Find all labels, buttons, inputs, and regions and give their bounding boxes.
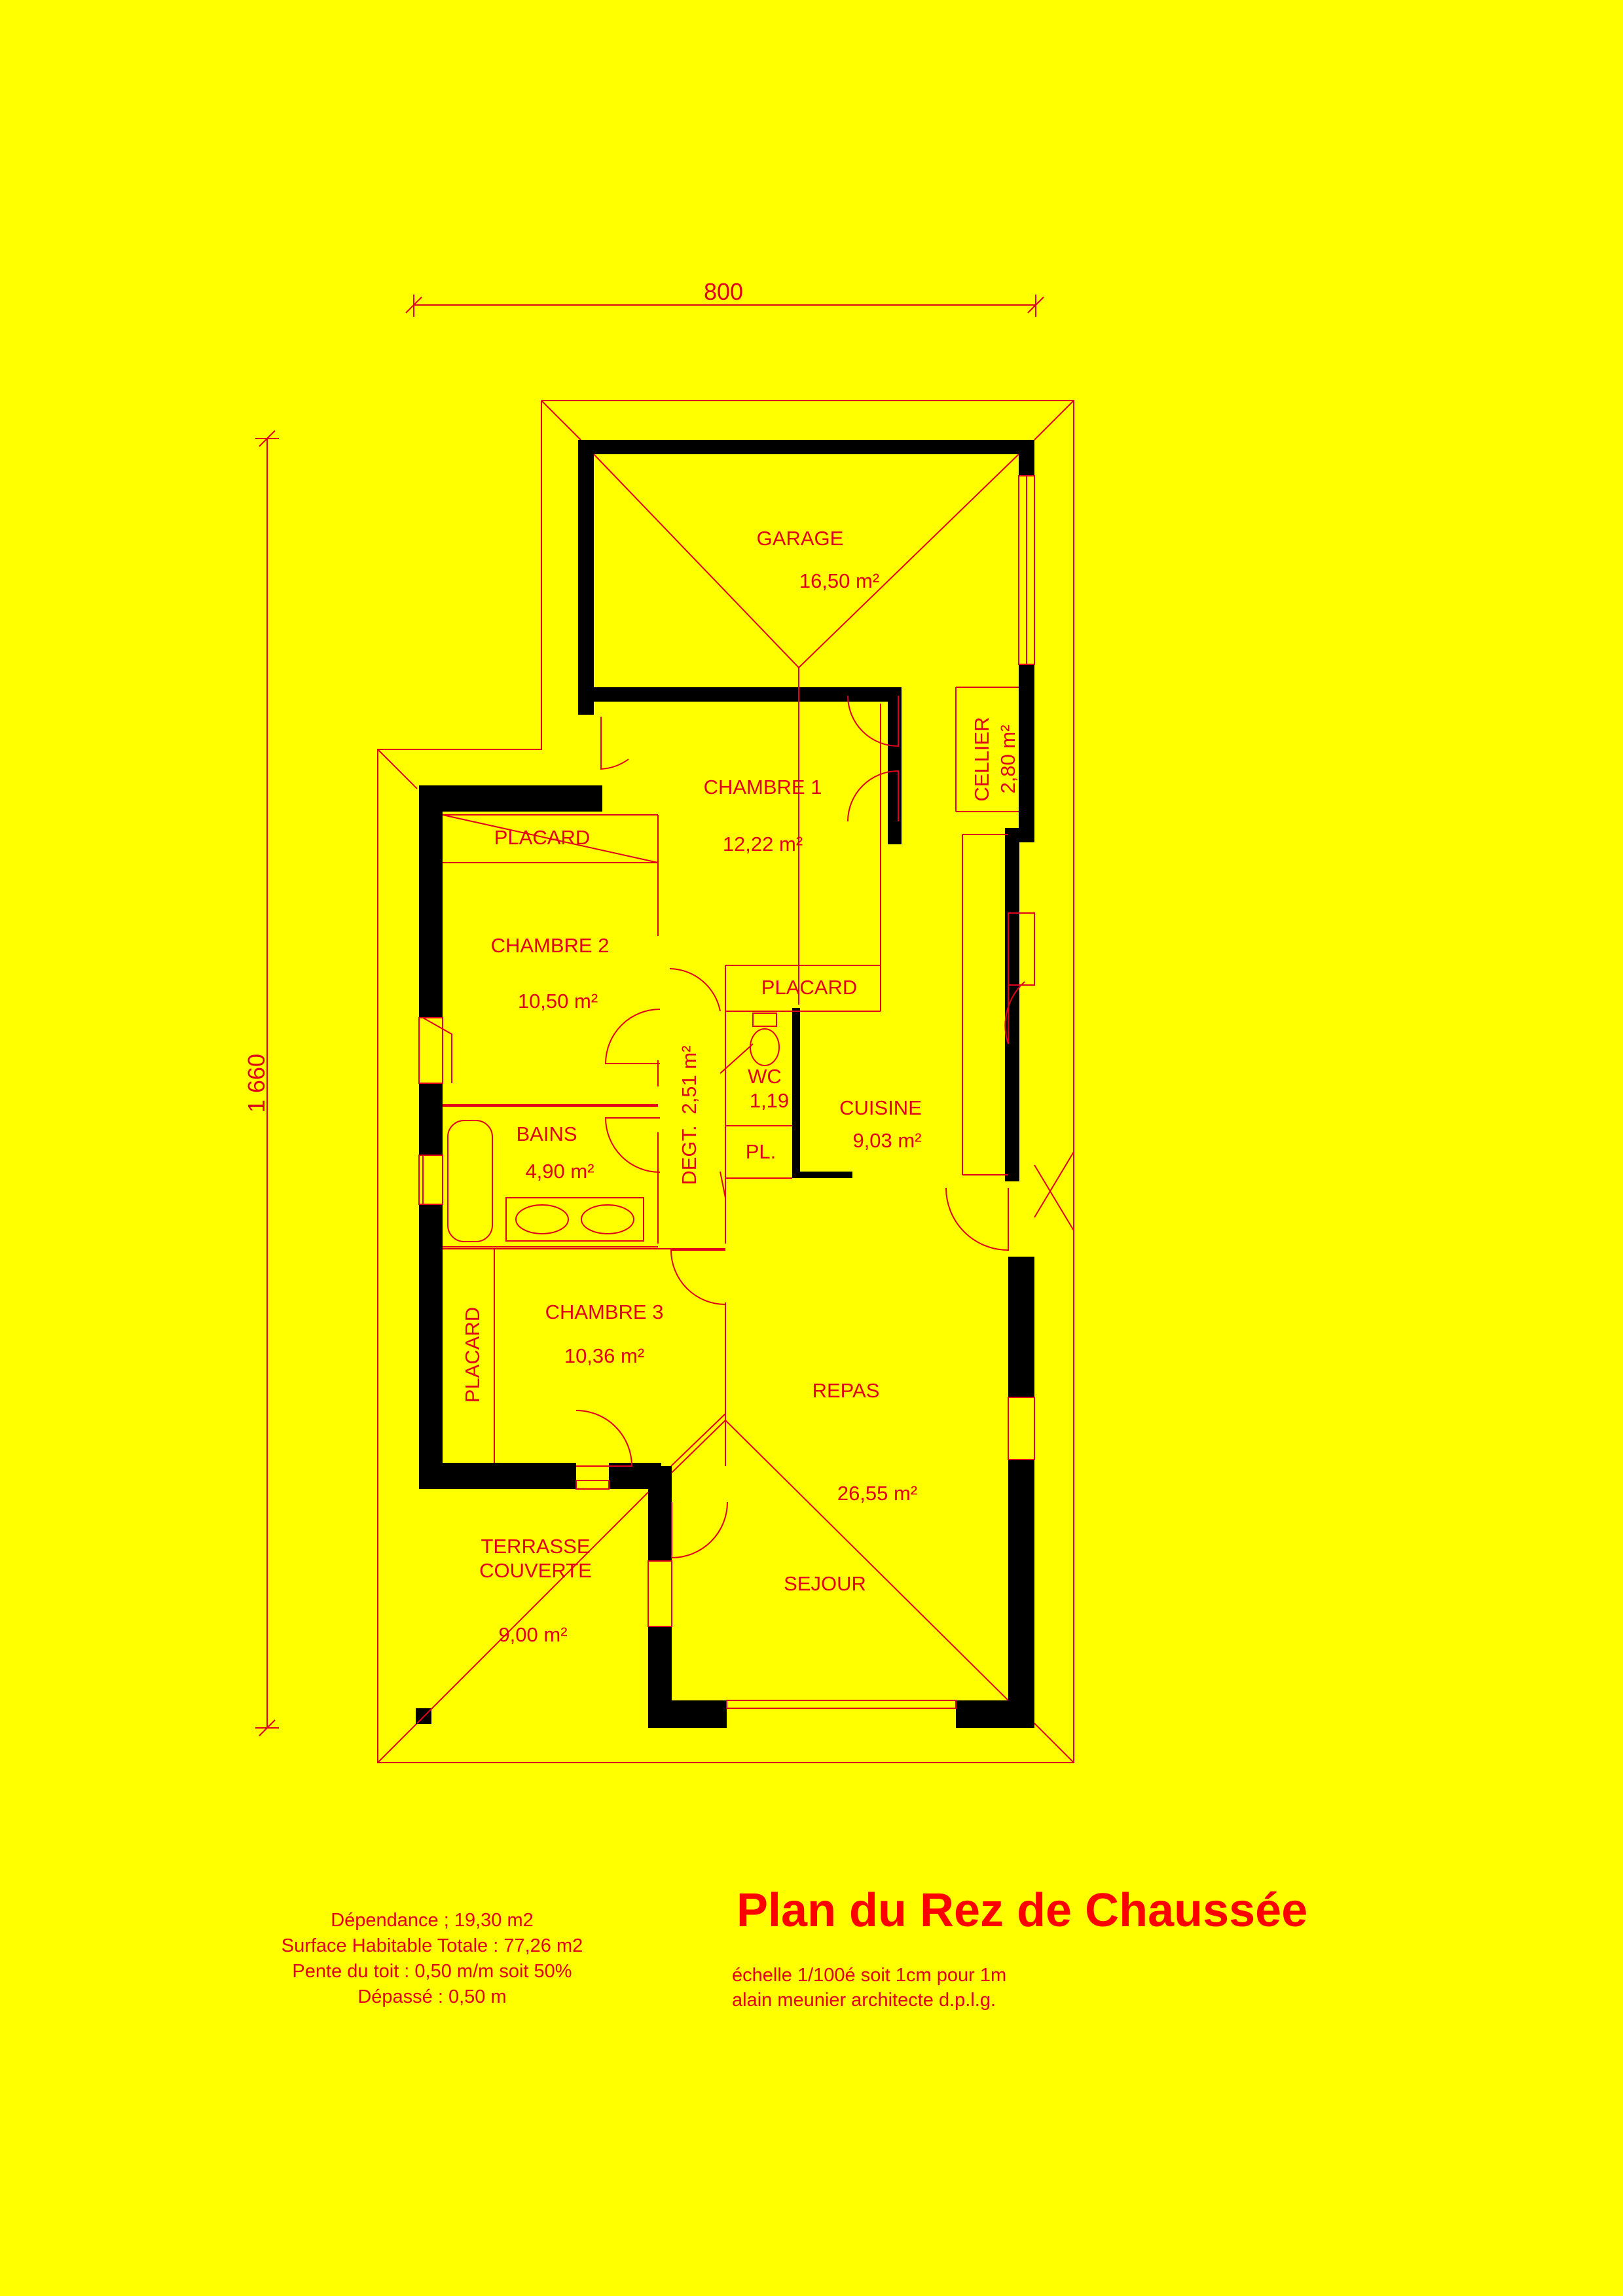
door-wc — [720, 1043, 754, 1074]
height-dimension: 1 660 — [243, 430, 279, 1736]
roof-outline — [377, 400, 1074, 1763]
door-cellier-2 — [847, 770, 899, 822]
placard1-label: PLACARD — [494, 826, 590, 849]
scale-note: échelle 1/100é soit 1cm pour 1m — [732, 1965, 1006, 1986]
height-dimension-label: 1 660 — [243, 1054, 270, 1113]
wc-area: 1,19 — [750, 1089, 789, 1112]
summary-line: Surface Habitable Totale : 77,26 m2 — [282, 1935, 583, 1956]
repas-label: REPAS — [812, 1379, 880, 1402]
door-chambre2 — [604, 1009, 661, 1064]
width-dimension-label: 800 — [704, 278, 743, 305]
chambre3-area: 10,36 m² — [564, 1344, 644, 1367]
summary-line: Pente du toit : 0,50 m/m soit 50% — [292, 1961, 572, 1982]
fixtures — [447, 1013, 780, 1242]
garage-area: 16,50 m² — [799, 569, 879, 592]
interior-partitions — [416, 454, 1019, 1724]
terrasse-area: 9,00 m² — [498, 1623, 567, 1646]
wc-label: WC — [748, 1065, 782, 1088]
chambre2-label: CHAMBRE 2 — [491, 934, 610, 957]
placard3-label: PLACARD — [461, 1307, 484, 1403]
window-chambre2 — [422, 1017, 452, 1083]
doors — [422, 695, 1025, 1559]
terrasse-label-line2: COUVERTE — [479, 1559, 592, 1582]
door-cellier-1 — [847, 695, 899, 747]
cuisine-area: 9,03 m² — [852, 1129, 921, 1152]
architect-credit: alain meunier architecte d.p.l.g. — [732, 1990, 996, 2011]
exterior-walls — [416, 440, 1034, 1728]
degt-area: 2,51 m² — [678, 1045, 701, 1114]
toilet-icon — [750, 1028, 780, 1066]
bains-area: 4,90 m² — [525, 1160, 594, 1183]
door-terrasse — [575, 1410, 633, 1467]
room-labels: GARAGE 16,50 m² CHAMBRE 1 12,22 m² PLACA… — [461, 527, 1019, 1646]
chambre2-area: 10,50 m² — [518, 990, 598, 1013]
door-entry — [945, 1187, 1009, 1251]
door-sejour — [671, 1501, 728, 1559]
double-sink-icon — [505, 1197, 644, 1242]
terrasse-label-line1: TERRASSE — [481, 1535, 590, 1558]
chambre3-label: CHAMBRE 3 — [545, 1300, 664, 1323]
repas-area: 26,55 m² — [837, 1482, 917, 1505]
sejour-label: SEJOUR — [784, 1572, 866, 1595]
cellier-label: CELLIER — [970, 717, 993, 801]
door-chambre3 — [670, 1249, 726, 1305]
degt-label: DEGT. — [678, 1125, 701, 1185]
bathtub-icon — [447, 1120, 493, 1242]
garage-label: GARAGE — [757, 527, 844, 550]
summary-block: Dépendance ; 19,30 m2 Surface Habitable … — [282, 1910, 583, 2007]
door-garage — [600, 717, 629, 770]
placard2-label: PLACARD — [761, 976, 857, 999]
summary-line: Dépendance ; 19,30 m2 — [331, 1910, 534, 1931]
windows — [418, 475, 1035, 1709]
chambre1-label: CHAMBRE 1 — [704, 776, 822, 798]
title-block: Plan du Rez de Chaussée échelle 1/100é s… — [732, 1884, 1307, 2011]
bains-label: BAINS — [516, 1122, 577, 1145]
pl-label: PL. — [746, 1140, 776, 1163]
chambre1-area: 12,22 m² — [723, 833, 803, 855]
plan-title: Plan du Rez de Chaussée — [737, 1884, 1307, 1937]
cuisine-label: CUISINE — [839, 1096, 922, 1119]
cellier-area: 2,80 m² — [996, 725, 1019, 793]
door-bains — [604, 1117, 661, 1173]
width-dimension: 800 — [405, 278, 1044, 317]
summary-line: Dépassé : 0,50 m — [357, 1986, 506, 2007]
door-chambre1 — [669, 968, 721, 1012]
